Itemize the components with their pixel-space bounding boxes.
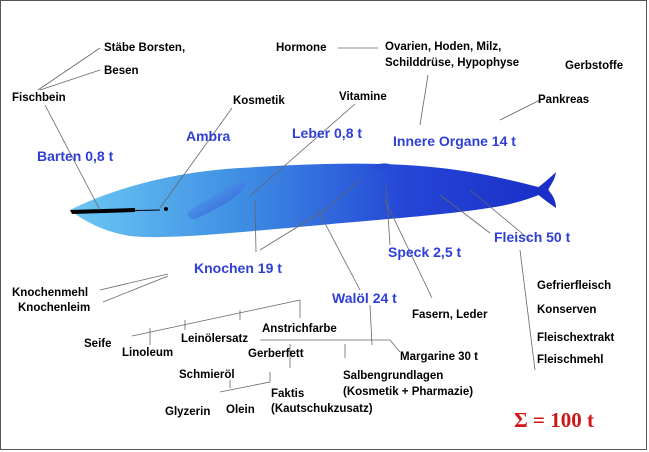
product-linoleum: Linoleum: [122, 347, 174, 359]
product-glyzerin: Glyzerin: [165, 406, 211, 418]
part-leber-label: Leber 0,8 t: [292, 125, 363, 141]
product-salben-line2: (Kosmetik + Pharmazie): [343, 386, 474, 398]
product-staebe-borsten: Stäbe Borsten,: [104, 42, 186, 54]
part-ambra-label: Ambra: [186, 128, 231, 144]
product-hormone: Hormone: [276, 42, 327, 54]
product-fleischmehl: Fleischmehl: [537, 354, 604, 366]
product-konserven: Konserven: [537, 304, 597, 316]
product-fleischextrakt: Fleischextrakt: [537, 332, 615, 344]
product-ovarien-line1: Ovarien, Hoden, Milz,: [385, 41, 502, 53]
product-anstrichfarbe: Anstrichfarbe: [262, 323, 337, 335]
product-fasern-leder: Fasern, Leder: [412, 309, 488, 321]
part-knochen-label: Knochen 19 t: [194, 260, 282, 276]
product-knochenleim: Knochenleim: [18, 302, 91, 314]
product-olein: Olein: [226, 404, 255, 416]
part-innere-organe-label: Innere Organe 14 t: [393, 133, 516, 149]
product-ovarien-line2: Schilddrüse, Hypophyse: [385, 57, 520, 69]
total-sum: Σ = 100 t: [514, 408, 594, 432]
connector-lines: [37, 47, 541, 393]
part-speck-label: Speck 2,5 t: [388, 244, 462, 260]
product-seife: Seife: [84, 338, 112, 350]
whale-pectoral-fin: [187, 179, 246, 219]
product-faktis-line2: (Kautschukzusatz): [271, 403, 373, 415]
part-barten-label: Barten 0,8 t: [37, 148, 114, 164]
product-margarine: Margarine 30 t: [400, 351, 478, 363]
product-salben-line1: Salbengrundlagen: [343, 370, 444, 382]
whale-tail: [535, 172, 556, 208]
product-gerbstoffe: Gerbstoffe: [565, 60, 624, 72]
product-gerberfett: Gerberfett: [248, 348, 304, 360]
part-fleisch-label: Fleisch 50 t: [494, 229, 571, 245]
product-pankreas: Pankreas: [538, 94, 590, 106]
product-besen: Besen: [104, 65, 139, 77]
whale-body: [70, 163, 550, 238]
product-kosmetik: Kosmetik: [233, 95, 285, 107]
product-knochenmehl: Knochenmehl: [12, 287, 89, 299]
product-schmieroel: Schmieröl: [179, 369, 235, 381]
whale-eye: [164, 207, 168, 211]
product-fischbein: Fischbein: [12, 92, 66, 104]
product-faktis-line1: Faktis: [271, 388, 305, 400]
part-waloel-label: Walöl 24 t: [332, 290, 397, 306]
whale-dorsal-fin: [370, 163, 392, 170]
product-gefrierfleisch: Gefrierfleisch: [537, 280, 612, 292]
product-vitamine: Vitamine: [339, 91, 387, 103]
product-leinoelersatz: Leinölersatz: [181, 333, 249, 345]
